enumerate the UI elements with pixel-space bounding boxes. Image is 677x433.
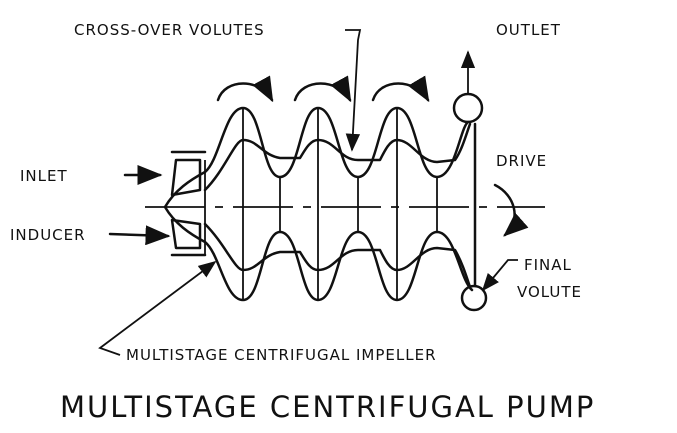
flow-arrows [216,75,430,103]
inducer-arrow [108,225,171,246]
drive-rotation-arrow [493,183,529,237]
label-drive: DRIVE [496,152,547,170]
label-crossover-volutes: CROSS-OVER VOLUTES [74,21,265,39]
label-volute: VOLUTE [517,283,582,301]
label-inlet: INLET [20,167,68,185]
label-inducer: INDUCER [10,226,86,244]
crossover-leader [345,29,362,152]
final-volute-leader [481,259,518,292]
outlet-volute [452,92,484,124]
diagram-title: MULTISTAGE CENTRIFUGAL PUMP [60,390,595,424]
pump-casing [163,106,477,302]
label-impeller: MULTISTAGE CENTRIFUGAL IMPELLER [126,346,437,364]
label-outlet: OUTLET [496,21,561,39]
final-volute-circle [460,284,488,312]
inducer [170,150,207,257]
impeller-leader [98,260,217,356]
label-final: FINAL [524,256,572,274]
